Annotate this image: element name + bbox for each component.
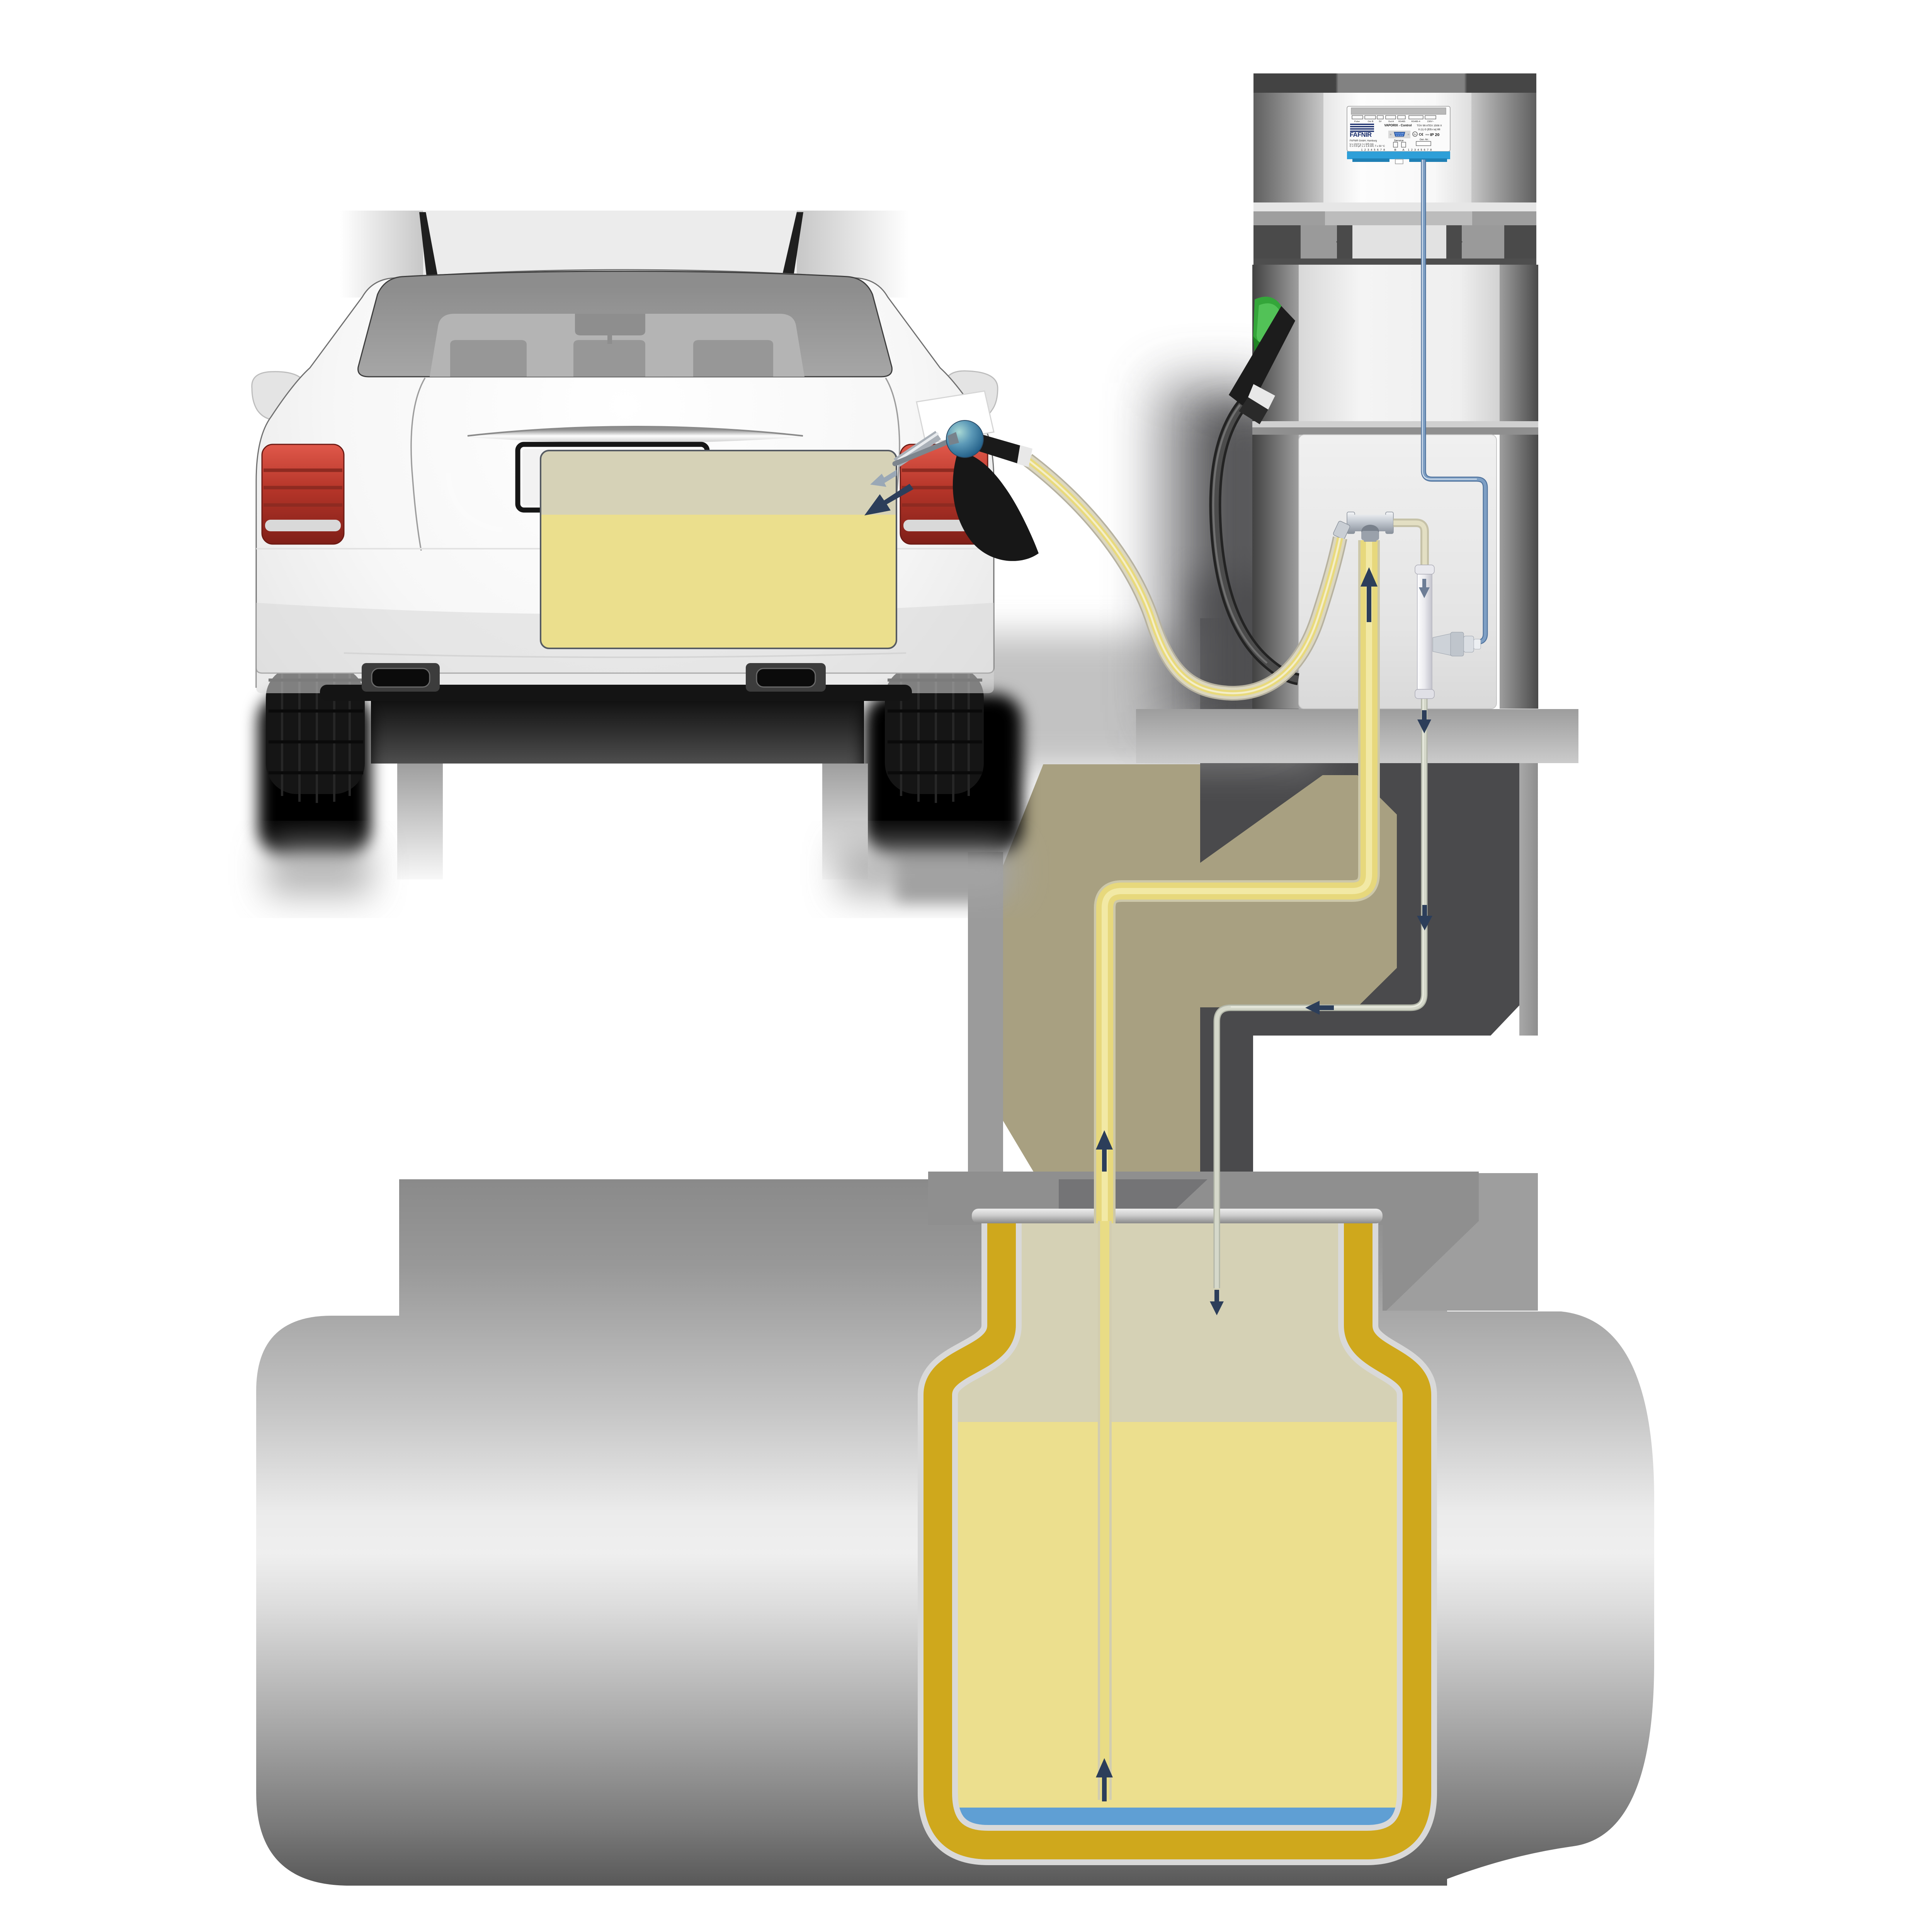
svg-text:1 2 3 4 5 6 7 8: 1 2 3 4 5 6 7 8 <box>1361 149 1386 151</box>
svg-text:VAPORIX - Control: VAPORIX - Control <box>1384 124 1412 127</box>
svg-text:230V~: 230V~ <box>1427 121 1434 123</box>
svg-text:C ≤ 0.9 µF, L ≤ 1.4 mH, T ≤ 50: C ≤ 0.9 µF, L ≤ 1.4 mH, T ≤ 50 °C <box>1350 145 1385 148</box>
svg-text:1 2 3 4 5 6 7 8: 1 2 3 4 5 6 7 8 <box>1408 149 1432 151</box>
svg-text:5V: 5V <box>1379 121 1381 123</box>
svg-text:Out B: Out B <box>1368 121 1374 123</box>
svg-text:U ≤ 23.9 V, I ≤ 325 mA: U ≤ 23.9 V, I ≤ 325 mA <box>1350 143 1374 146</box>
svg-text:RS485: RS485 <box>1398 121 1405 123</box>
svg-text:FAFNIR GmbH, Hamburg: FAFNIR GmbH, Hamburg <box>1350 139 1377 142</box>
svg-text:0032: 0032 <box>1425 134 1430 136</box>
svg-text:Service: Service <box>1394 139 1403 142</box>
svg-text:Ger.-Nr.:: Ger.-Nr.: <box>1420 138 1429 141</box>
svg-text:C€: C€ <box>1419 133 1423 136</box>
svg-text:TÜV 99 ATEX 1508 X: TÜV 99 ATEX 1508 X <box>1417 124 1442 127</box>
svg-text:Pulse: Pulse <box>1354 121 1360 123</box>
svg-text:A: A <box>1402 148 1404 151</box>
svg-text:B: B <box>1394 148 1396 151</box>
svg-text:IP 20: IP 20 <box>1430 133 1439 137</box>
svg-text:II (1) G [EEx ia] IIB: II (1) G [EEx ia] IIB <box>1418 128 1440 131</box>
svg-text:Ex: Ex <box>1414 134 1417 136</box>
svg-text:FAFNIR: FAFNIR <box>1350 131 1372 138</box>
svg-text:Out A: Out A <box>1388 121 1394 123</box>
svg-text:RS485-4: RS485-4 <box>1412 121 1421 123</box>
